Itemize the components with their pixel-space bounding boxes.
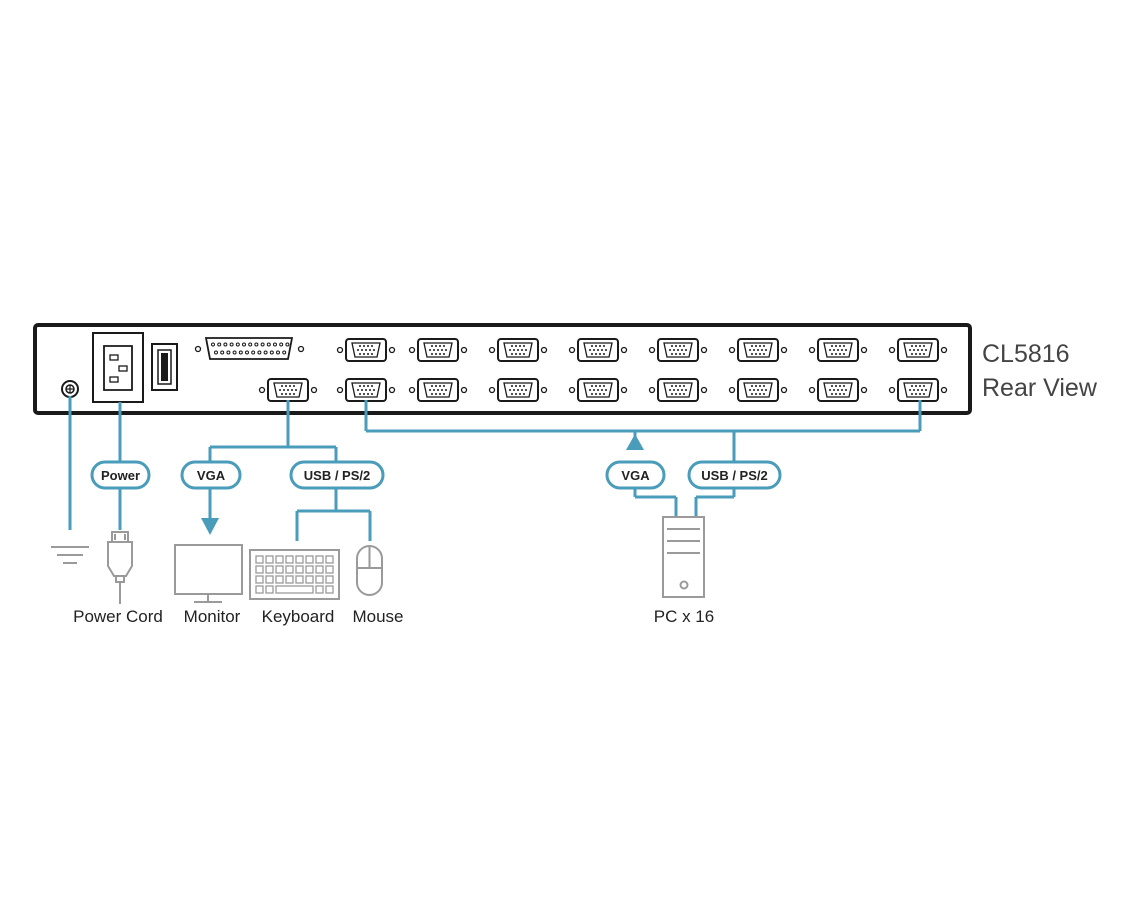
pc-port-bottom-1 xyxy=(336,378,396,402)
pc-vga-arrow-icon xyxy=(626,434,644,450)
pc-port-bottom-7 xyxy=(808,378,868,402)
pc-port-bottom-6 xyxy=(728,378,788,402)
pc-port-bottom-2 xyxy=(408,378,468,402)
power-plug-icon xyxy=(107,531,133,604)
pc-label: PC x 16 xyxy=(654,607,714,626)
monitor-arrow-icon xyxy=(201,518,219,535)
pc-usb-pill: USB / PS/2 xyxy=(687,460,782,490)
pc-port-bottom-5 xyxy=(648,378,708,402)
console-vga-pill-label: VGA xyxy=(197,468,226,483)
power-socket xyxy=(92,332,144,403)
console-usb-pill: USB / PS/2 xyxy=(289,460,385,490)
mouse-icon xyxy=(356,545,383,596)
monitor-icon xyxy=(174,544,243,603)
power-switch xyxy=(151,343,178,391)
pc-port-top-1 xyxy=(336,338,396,362)
mouse-label: Mouse xyxy=(352,607,403,626)
pc-vga-pill: VGA xyxy=(605,460,666,490)
monitor-label: Monitor xyxy=(184,607,241,626)
console-usb-pill-label: USB / PS/2 xyxy=(304,468,370,483)
keyboard-label: Keyboard xyxy=(262,607,335,626)
pc-port-top-8 xyxy=(888,338,948,362)
keyboard-icon xyxy=(249,549,340,600)
pc-port-bottom-8 xyxy=(888,378,948,402)
db25-port xyxy=(194,337,305,360)
pc-tower-icon xyxy=(662,516,705,598)
pc-port-top-6 xyxy=(728,338,788,362)
console-port xyxy=(258,378,318,402)
power-pill-label: Power xyxy=(101,468,140,483)
pc-port-bottom-3 xyxy=(488,378,548,402)
pc-port-top-3 xyxy=(488,338,548,362)
console-vga-pill: VGA xyxy=(180,460,242,490)
view-name: Rear View xyxy=(982,374,1098,402)
pc-port-top-4 xyxy=(568,338,628,362)
pc-usb-pill-label: USB / PS/2 xyxy=(701,468,767,483)
ground-screw xyxy=(61,380,79,398)
model-name: CL5816 xyxy=(982,340,1070,368)
power-cord-label: Power Cord xyxy=(73,607,163,626)
pc-port-top-7 xyxy=(808,338,868,362)
ground-icon xyxy=(51,546,89,564)
pc-port-top-2 xyxy=(408,338,468,362)
pc-port-bottom-4 xyxy=(568,378,628,402)
pc-vga-pill-label: VGA xyxy=(621,468,650,483)
pc-port-top-5 xyxy=(648,338,708,362)
power-pill: Power xyxy=(90,460,151,490)
